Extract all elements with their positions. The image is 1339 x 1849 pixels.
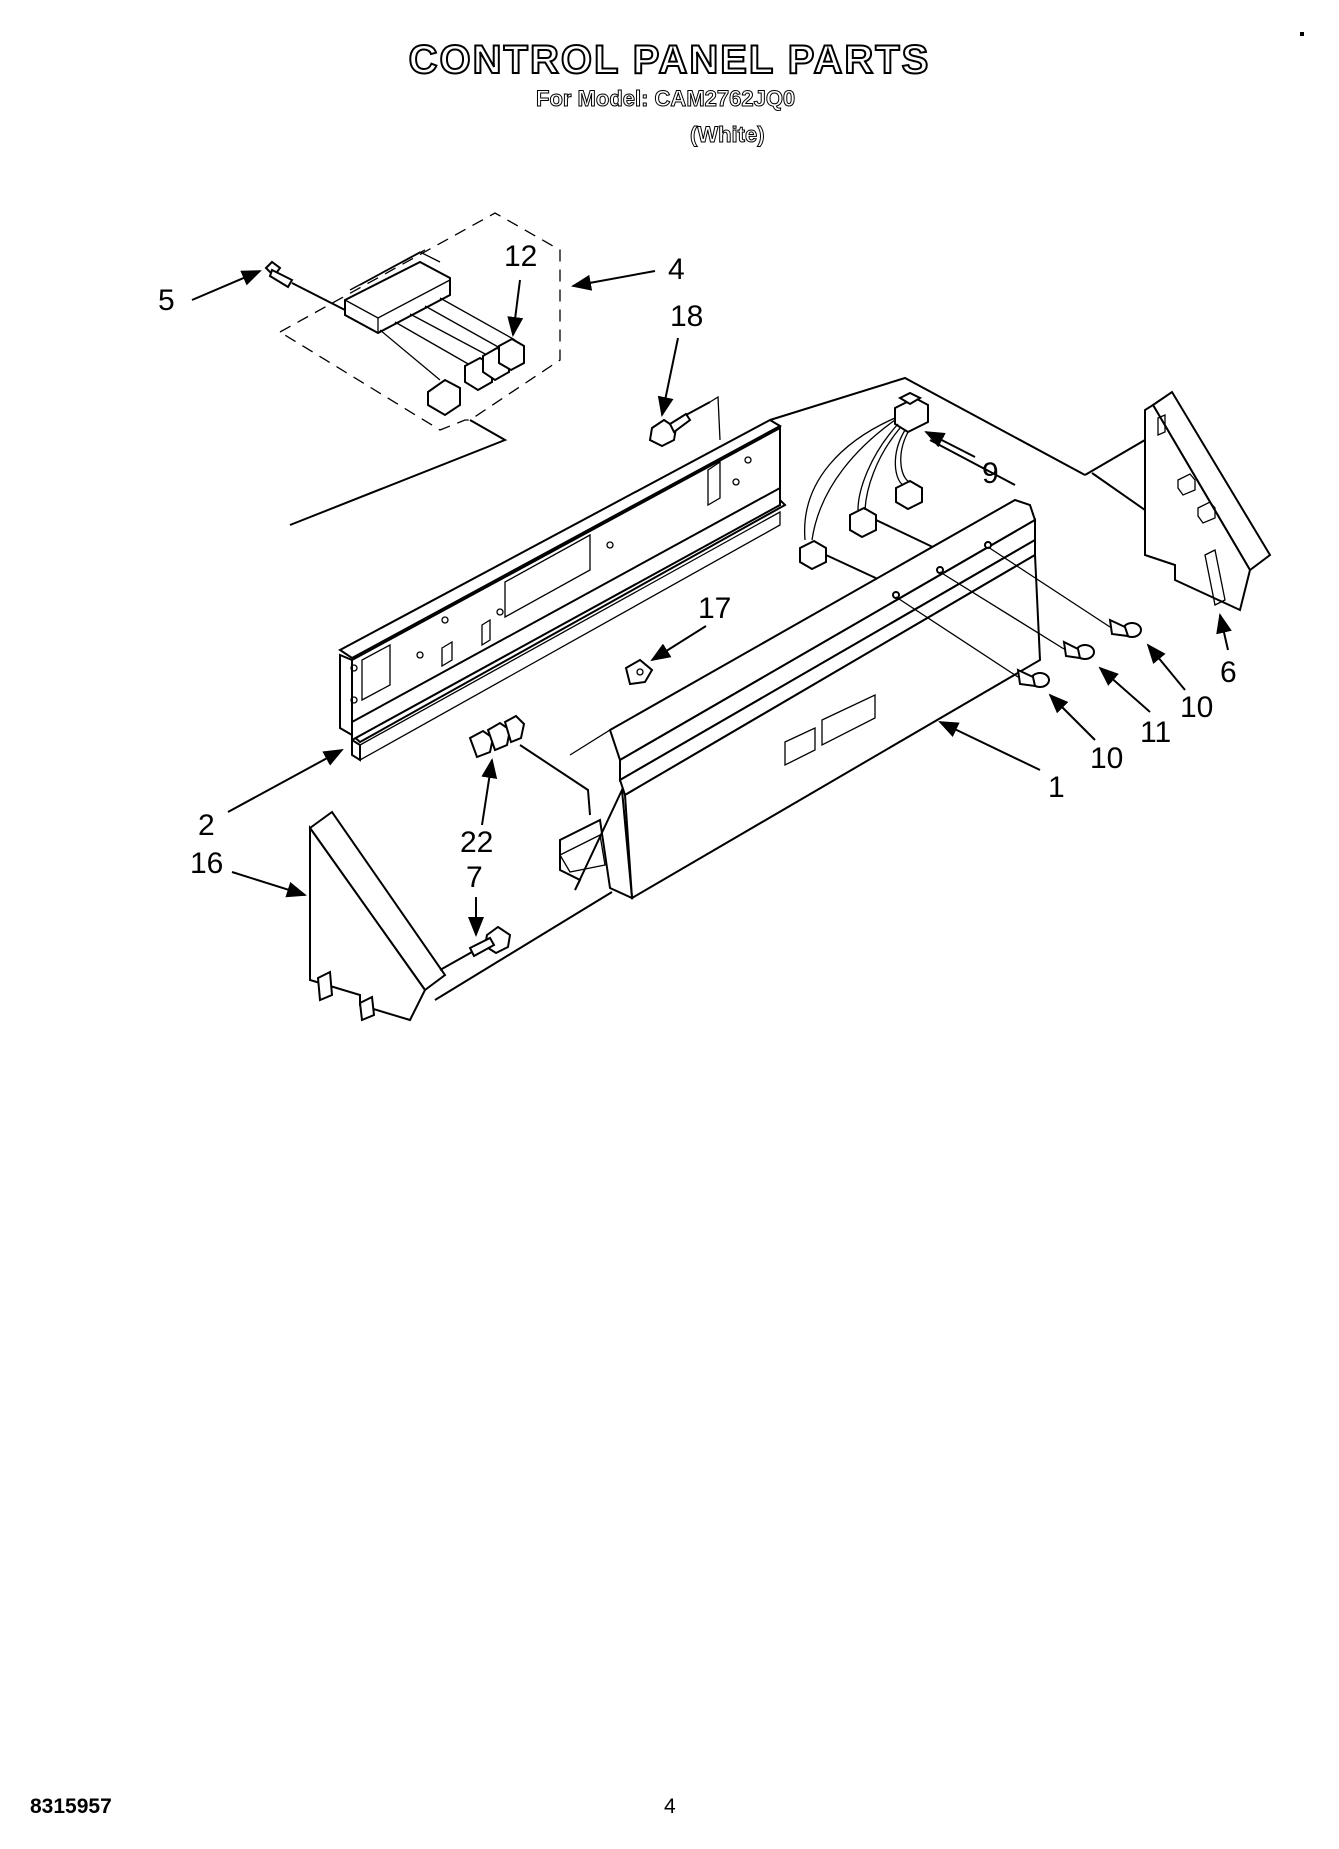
control-panel-part-1 — [559, 376, 1086, 900]
callout-1: 1 — [1048, 771, 1065, 804]
callout-11: 11 — [1140, 716, 1171, 749]
callout-16: 16 — [190, 847, 223, 880]
model-subtitle: For Model: CAM2762JQ0 — [535, 86, 796, 112]
callout-17: 17 — [698, 592, 731, 625]
callout-5: 5 — [158, 284, 175, 317]
callout-12: 12 — [504, 240, 537, 273]
callout-6: 6 — [1220, 656, 1237, 689]
wire-harness-part-9 — [799, 391, 1016, 581]
color-note: (White) — [690, 122, 766, 148]
button-part-10-upper — [987, 546, 1142, 638]
callout-18: 18 — [670, 300, 703, 333]
callout-7: 7 — [466, 861, 483, 894]
callout-2: 2 — [198, 809, 215, 842]
end-cap-part-16 — [308, 810, 447, 1022]
screw-part-18 — [648, 395, 721, 448]
page-number: 4 — [664, 1795, 676, 1818]
callout-10-lower: 10 — [1090, 742, 1123, 775]
knob-part-22 — [468, 714, 591, 816]
callout-4: 4 — [668, 253, 685, 286]
callout-9: 9 — [982, 457, 999, 490]
bracket-rail-part-2 — [338, 418, 787, 762]
callout-10-upper: 10 — [1180, 691, 1213, 724]
corner-mark — [1300, 32, 1304, 36]
end-cap-part-6 — [1084, 390, 1272, 612]
document-number: 8315957 — [30, 1795, 112, 1818]
button-part-10-lower — [895, 596, 1050, 688]
clip-part-17 — [624, 658, 654, 686]
page-title: CONTROL PANEL PARTS — [408, 37, 931, 83]
screw-part-7 — [434, 891, 613, 1001]
switch-assembly-part-4 — [278, 212, 561, 526]
callout-22: 22 — [460, 826, 493, 859]
button-part-11 — [939, 571, 1095, 660]
screw-part-5 — [264, 260, 346, 311]
